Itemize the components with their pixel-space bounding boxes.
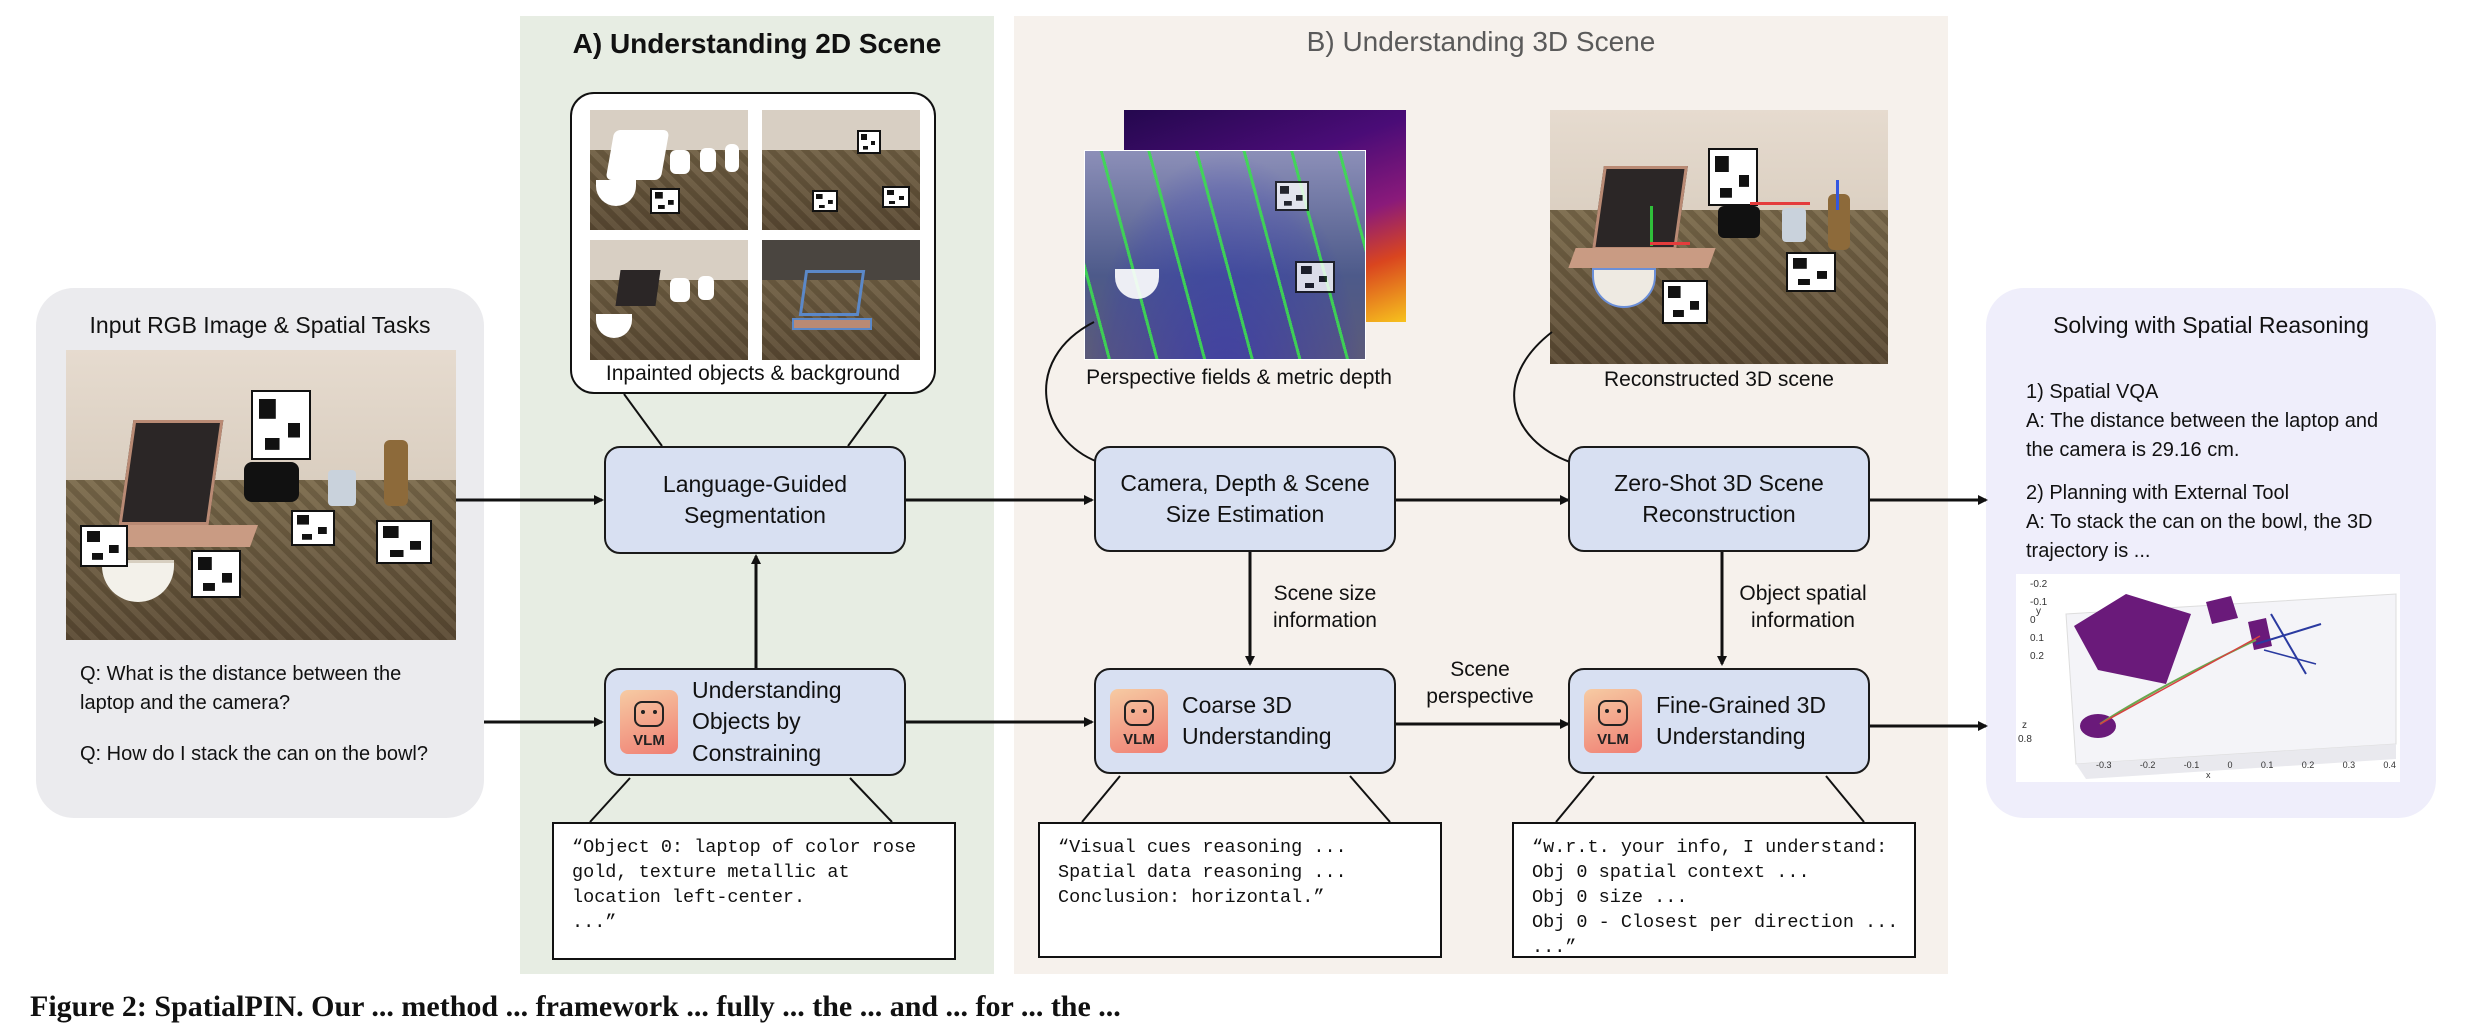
inpainted-images-frame: Inpainted objects & background [570,92,936,394]
understanding-objects-label: Understanding Objects by Constraining [692,677,842,766]
segmentation-box: Language-Guided Segmentation [604,446,906,554]
connector-line [1349,775,1391,823]
fine-grained-label: Fine-Grained 3D Understanding [1656,691,1827,749]
laptop-object [2074,594,2191,684]
vqa-heading: 1) Spatial VQA [2026,381,2159,403]
section-b-title: B) Understanding 3D Scene [1306,26,1656,57]
plot-y-ticks: -0.2 -0.1 0 0.1 0.2 [2030,579,2048,662]
input-photo [66,350,456,640]
figure-caption: Figure 2: SpatialPIN. Our ... method ...… [30,990,1121,1023]
plot-z-tick: 0.8 [2018,734,2032,745]
connector-line [1081,775,1121,823]
scene-size-label: Scene size information [1273,582,1377,633]
camera-object [2206,596,2238,624]
camera-shape [244,462,299,502]
vlm-robot-icon: VLM [1584,689,1642,753]
background-1 [762,110,920,230]
camera-depth-box: Camera, Depth & Scene Size Estimation [1094,446,1396,552]
coarse-understanding-box: VLM Coarse 3D Understanding [1094,668,1396,774]
object-spatial-label: Object spatial information [1739,582,1867,633]
camera-depth-label: Camera, Depth & Scene Size Estimation [1120,469,1370,527]
connector-line [847,393,887,447]
zero-shot-reconstruction-box: Zero-Shot 3D Scene Reconstruction [1568,446,1870,552]
direct-line [2099,635,2261,725]
question-1: Q: What is the distance between the lapt… [80,663,402,714]
output-text: 1) Spatial VQA A: The distance between t… [2026,378,2410,566]
plot-y-axis-label: y [2036,606,2041,617]
inpainted-objects-2 [590,240,748,360]
planning-answer: A: To stack the can on the bowl, the 3D … [2026,511,2373,562]
connector-line [589,777,631,823]
plot-x-axis-label: x [2206,770,2211,780]
output-title: Solving with Spatial Reasoning [2053,312,2369,338]
section-a-title: A) Understanding 2D Scene [572,28,942,59]
connector-line [1513,331,1571,463]
trajectory-plot: -0.2 -0.1 0 0.1 0.2 y z 0.8 -0.3-0.2-0.1… [2016,574,2400,782]
reconstructed-label: Reconstructed 3D scene [1604,368,1834,391]
coarse-understanding-label: Coarse 3D Understanding [1182,691,1332,749]
question-2: Q: How do I stack the can on the bowl? [80,743,428,765]
code-box-objects: “Object 0: laptop of color rose gold, te… [552,822,956,960]
planning-heading: 2) Planning with External Tool [2026,482,2290,504]
vlm-robot-icon: VLM [620,690,678,754]
connector-line [623,393,663,447]
zero-shot-label: Zero-Shot 3D Scene Reconstruction [1614,469,1824,527]
trajectory-plot-svg [2065,593,2397,779]
perspective-label: Perspective fields & metric depth [1086,366,1392,389]
plot-z-axis-label: z [2022,720,2027,731]
input-title: Input RGB Image & Spatial Tasks [89,312,431,338]
connector-line [1045,321,1099,463]
vqa-answer: A: The distance between the laptop and t… [2026,410,2379,461]
understanding-objects-box: VLM Understanding Objects by Constrainin… [604,668,906,776]
fine-grained-box: VLM Fine-Grained 3D Understanding [1568,668,1870,774]
connector-line [1555,775,1595,823]
inpainted-label: Inpainted objects & background [605,362,901,385]
connector-line [849,777,893,823]
vlm-robot-icon: VLM [1110,689,1168,753]
perspective-field-image [1084,150,1366,360]
code-box-coarse: “Visual cues reasoning ... Spatial data … [1038,822,1442,958]
code-box-fine: “w.r.t. your info, I understand: Obj 0 s… [1512,822,1916,958]
connector-line [1825,775,1865,823]
segmentation-label: Language-Guided Segmentation [662,470,848,528]
inpainted-objects-1 [590,110,748,230]
reconstructed-scene-image [1550,110,1888,364]
background-2 [762,240,920,360]
scene-perspective-label: Scene perspective [1426,658,1534,709]
